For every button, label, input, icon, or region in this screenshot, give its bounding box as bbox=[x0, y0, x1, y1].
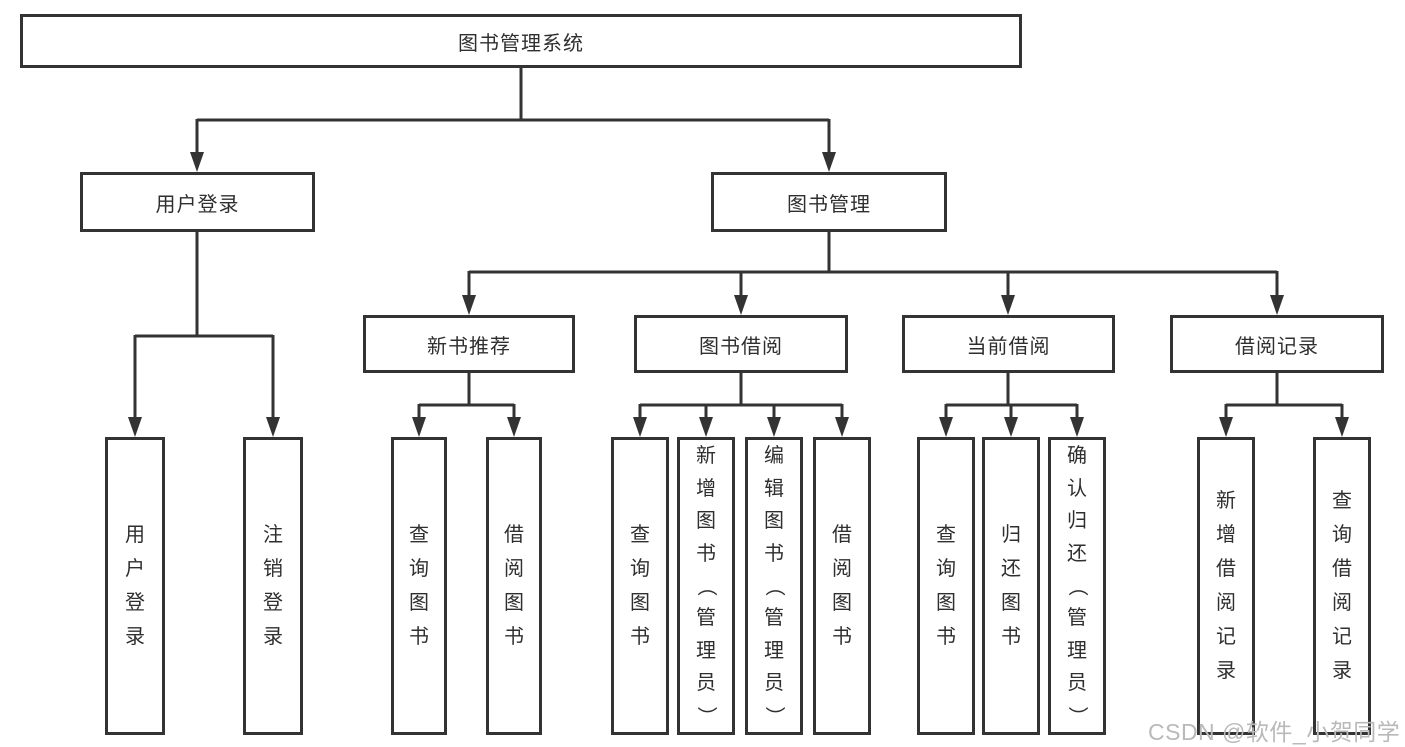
node-label: 借阅记录 bbox=[1235, 335, 1319, 358]
leaf-logout: 注销登录 bbox=[243, 437, 303, 735]
leaf-borrow-books-borrow: 借阅图书 bbox=[813, 437, 871, 735]
node-label: 借阅图书 bbox=[832, 524, 852, 648]
node-borrowing-records: 借阅记录 bbox=[1170, 315, 1384, 373]
node-label: 注销登录 bbox=[263, 524, 283, 648]
connector-root-to-level2 bbox=[190, 67, 836, 172]
node-label: 新书推荐 bbox=[427, 335, 511, 358]
leaf-user-login: 用户登录 bbox=[105, 437, 165, 735]
leaf-search-books-borrow: 查询图书 bbox=[611, 437, 669, 735]
connector-current-borrow-to-leaves bbox=[939, 373, 1084, 437]
node-current-borrowing: 当前借阅 bbox=[902, 315, 1115, 373]
node-book-management: 图书管理 bbox=[711, 172, 947, 232]
leaf-search-books-newbook: 查询图书 bbox=[391, 437, 447, 735]
node-label: 新增图书（管理员） bbox=[695, 445, 717, 726]
node-label: 新增借阅记录 bbox=[1216, 490, 1236, 682]
connector-borrow-records-to-leaves bbox=[1219, 373, 1349, 437]
node-label: 查询图书 bbox=[630, 524, 650, 648]
node-label: 编辑图书（管理员） bbox=[763, 445, 785, 726]
node-label: 用户登录 bbox=[125, 524, 145, 648]
leaf-add-borrow-record: 新增借阅记录 bbox=[1197, 437, 1255, 735]
leaf-return-books: 归还图书 bbox=[982, 437, 1040, 735]
leaf-edit-books-admin: 编辑图书（管理员） bbox=[745, 437, 803, 735]
connector-user-login-to-leaves bbox=[128, 232, 280, 437]
leaf-search-books-current: 查询图书 bbox=[917, 437, 975, 735]
node-book-borrowing: 图书借阅 bbox=[634, 315, 848, 373]
node-label: 查询图书 bbox=[936, 524, 956, 648]
leaf-add-books-admin: 新增图书（管理员） bbox=[677, 437, 735, 735]
node-label: 借阅图书 bbox=[504, 524, 524, 648]
node-label: 确认归还（管理员） bbox=[1066, 445, 1088, 726]
node-user-login: 用户登录 bbox=[80, 172, 315, 232]
node-new-book-recommendation: 新书推荐 bbox=[363, 315, 575, 373]
node-label: 当前借阅 bbox=[966, 335, 1051, 358]
connector-new-book-to-leaves bbox=[412, 373, 521, 437]
watermark: CSDN @软件_小贺同学 bbox=[1148, 719, 1401, 745]
node-label: 用户登录 bbox=[155, 193, 240, 216]
connector-book-management-to-level3 bbox=[462, 232, 1284, 315]
node-label: 查询图书 bbox=[409, 524, 429, 648]
node-label: 归还图书 bbox=[1001, 524, 1021, 648]
leaf-search-borrow-record: 查询借阅记录 bbox=[1313, 437, 1371, 735]
connector-book-borrow-to-leaves bbox=[633, 373, 849, 437]
leaf-borrow-books-newbook: 借阅图书 bbox=[486, 437, 542, 735]
node-label: 查询借阅记录 bbox=[1332, 490, 1352, 682]
node-label: 图书借阅 bbox=[699, 335, 783, 358]
node-library-management-system: 图书管理系统 bbox=[20, 14, 1022, 68]
node-label: 图书管理 bbox=[787, 193, 871, 216]
leaf-confirm-return-admin: 确认归还（管理员） bbox=[1048, 437, 1106, 735]
node-label: 图书管理系统 bbox=[458, 32, 584, 55]
